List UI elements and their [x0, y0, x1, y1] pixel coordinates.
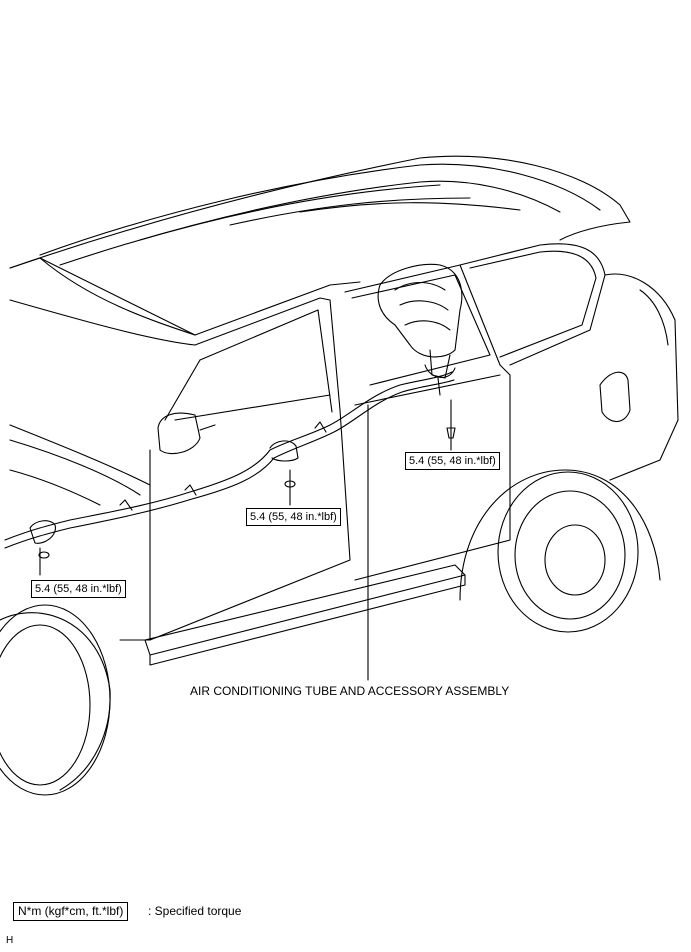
- front-door: [149, 297, 351, 641]
- torque-callout-front: 5.4 (55, 48 in.*lbf): [31, 580, 126, 598]
- ac-tube: [4, 371, 455, 549]
- rear-door: [344, 243, 606, 581]
- torque-callout-middle: 5.4 (55, 48 in.*lbf): [246, 508, 341, 526]
- rear-wheel: [459, 469, 661, 633]
- bolts: [38, 399, 456, 681]
- roof: [9, 155, 631, 269]
- figure-code: H: [6, 935, 14, 946]
- windshield: [9, 257, 361, 346]
- hood: [9, 424, 151, 506]
- rear-quarter: [599, 273, 679, 481]
- side-mirror: [157, 412, 216, 455]
- part-label: AIR CONDITIONING TUBE AND ACCESSORY ASSE…: [190, 684, 510, 698]
- front-wheel: [0, 604, 111, 796]
- rear-cooling-unit: [377, 263, 463, 396]
- torque-callout-rear: 5.4 (55, 48 in.*lbf): [405, 452, 500, 470]
- running-board: [144, 564, 466, 666]
- legend-description: : Specified torque: [148, 904, 242, 918]
- legend-unit-box: N*m (kgf*cm, ft.*lbf): [13, 902, 129, 921]
